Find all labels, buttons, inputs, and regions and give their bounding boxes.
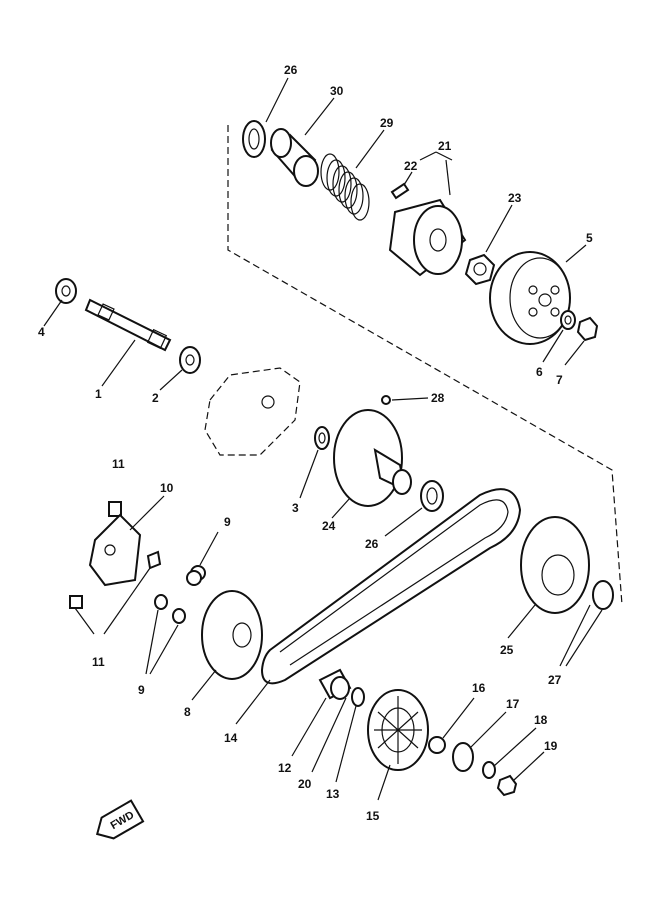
callout-6: 6 xyxy=(536,365,543,379)
callout-26-lower: 26 xyxy=(365,537,379,551)
part-1-shaft xyxy=(84,298,172,352)
part-30-collar xyxy=(270,128,319,187)
callout-10: 10 xyxy=(160,481,174,495)
callout-30: 30 xyxy=(330,84,344,98)
callout-15: 15 xyxy=(366,809,380,823)
part-19-nut xyxy=(496,774,518,797)
callout-20: 20 xyxy=(298,777,312,791)
callout-29: 29 xyxy=(380,116,394,130)
part-23-nut xyxy=(464,253,496,286)
assembly-boundary xyxy=(227,125,623,606)
callout-17: 17 xyxy=(506,697,520,711)
callout-1: 1 xyxy=(95,387,102,401)
callout-9-top: 9 xyxy=(224,515,231,529)
part-9-rollers xyxy=(154,565,206,624)
part-6-washer xyxy=(560,310,576,330)
part-14-v-belt xyxy=(260,488,522,685)
part-21-clutch-carrier xyxy=(388,198,467,277)
callout-3: 3 xyxy=(292,501,299,515)
callout-28: 28 xyxy=(431,391,445,405)
callout-18: 18 xyxy=(534,713,548,727)
leader-lines xyxy=(43,77,603,801)
callout-22: 22 xyxy=(404,159,418,173)
part-2-bearing xyxy=(179,346,201,374)
callout-7: 7 xyxy=(556,373,563,387)
callout-4: 4 xyxy=(38,325,45,339)
part-15-cooling-fan xyxy=(367,689,429,771)
callout-24: 24 xyxy=(322,519,336,533)
callout-11-bottom: 11 xyxy=(92,655,105,669)
part-18-washer xyxy=(482,761,496,779)
callout-9-bottom: 9 xyxy=(138,683,145,697)
part-11-slider-left xyxy=(69,595,83,609)
callout-25: 25 xyxy=(500,643,514,657)
callout-26-upper: 26 xyxy=(284,63,298,77)
part-27-ring xyxy=(592,580,614,610)
callout-19: 19 xyxy=(544,739,558,753)
callout-14: 14 xyxy=(224,731,238,745)
part-10-cam-plate xyxy=(88,513,142,587)
part-13-washer xyxy=(351,687,365,707)
part-26-seal-lower xyxy=(420,480,444,512)
callout-23: 23 xyxy=(508,191,522,205)
callout-11-top: 11 xyxy=(112,457,125,471)
part-26-seal-upper xyxy=(242,120,266,158)
part-11-slider-right xyxy=(146,550,162,570)
part-8-movable-sheave xyxy=(201,590,263,680)
part-24-primary-sheave xyxy=(333,409,412,507)
part-22-pin xyxy=(390,182,410,200)
callout-2: 2 xyxy=(152,391,159,405)
part-29-spring xyxy=(320,153,370,221)
fwd-arrow-icon: FWD xyxy=(95,799,145,840)
callout-21: 21 xyxy=(438,139,452,153)
part-4-bearing xyxy=(55,278,77,304)
callout-8: 8 xyxy=(184,705,191,719)
crankcase-ghost xyxy=(204,367,301,456)
part-5-clutch-housing xyxy=(489,251,571,345)
callout-16: 16 xyxy=(472,681,486,695)
part-11-slider-top xyxy=(108,501,122,517)
part-7-nut xyxy=(576,316,599,342)
part-3-collar xyxy=(314,426,330,450)
part-25-secondary-sheave xyxy=(520,516,590,614)
callout-12: 12 xyxy=(278,761,292,775)
part-12-sleeve xyxy=(318,668,352,700)
callout-5: 5 xyxy=(586,231,593,245)
callout-13: 13 xyxy=(326,787,340,801)
part-28-pin xyxy=(381,395,391,405)
part-17-drive-plate xyxy=(452,742,474,772)
part-16-plate xyxy=(428,736,446,754)
callout-27: 27 xyxy=(548,673,562,687)
